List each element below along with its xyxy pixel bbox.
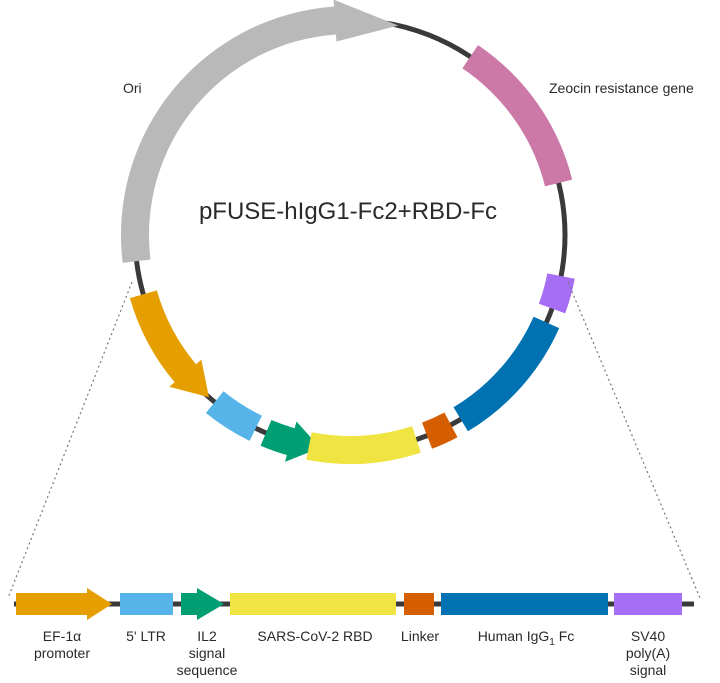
ltr-segment: [120, 593, 173, 615]
ef1a-label-line1: EF-1α: [42, 628, 82, 644]
zeocin-segment: [462, 45, 573, 187]
il2-label: IL2 signal sequence: [172, 628, 242, 679]
ltr-segment-circular: [205, 391, 262, 441]
fc-label: Human IgG1 Fc: [456, 628, 596, 651]
ltr-label: 5' LTR: [126, 628, 166, 644]
rbd-segment: [230, 593, 396, 615]
sv40-label: SV40 poly(A) signal: [608, 628, 688, 679]
fc-label-subscript: 1: [549, 636, 555, 648]
zoom-line-right: [567, 281, 701, 599]
ef1a-label: EF-1α promoter: [22, 628, 102, 662]
ef1a-arrow-circular: [129, 290, 209, 398]
zeocin-label: Zeocin resistance gene: [549, 80, 694, 96]
zoom-line-left: [7, 281, 133, 599]
il2-arrow-circular: [260, 420, 321, 462]
sv40-segment: [614, 593, 682, 615]
linker-segment-circular: [422, 412, 458, 449]
plasmid-name: pFUSE-hIgG1-Fc2+RBD-Fc: [199, 198, 497, 225]
ori-label: Ori: [123, 80, 142, 96]
fc-label-text: Human IgG: [477, 628, 550, 644]
fc-segment-circular: [453, 316, 560, 432]
sv40-segment-circular: [538, 273, 575, 314]
rbd-label: SARS-CoV-2 RBD: [257, 628, 373, 644]
rbd-segment-circular: [306, 426, 421, 464]
ori-arrow: [121, 0, 399, 263]
sv40-label-line2: poly(A): [625, 645, 671, 661]
sv40-label-line3: signal: [629, 662, 667, 678]
ef1a-arrow: [16, 588, 112, 620]
il2-label-line1: IL2: [197, 628, 217, 644]
il2-label-line2: signal: [188, 645, 226, 661]
fc-label-suffix: Fc: [554, 628, 575, 644]
ef1a-label-line2: promoter: [33, 645, 91, 661]
il2-arrow: [181, 588, 224, 620]
fc-segment: [441, 593, 608, 615]
linker-label: Linker: [400, 628, 440, 644]
sv40-label-line1: SV40: [630, 628, 666, 644]
il2-label-line3: sequence: [176, 662, 238, 678]
linker-segment: [404, 593, 434, 615]
